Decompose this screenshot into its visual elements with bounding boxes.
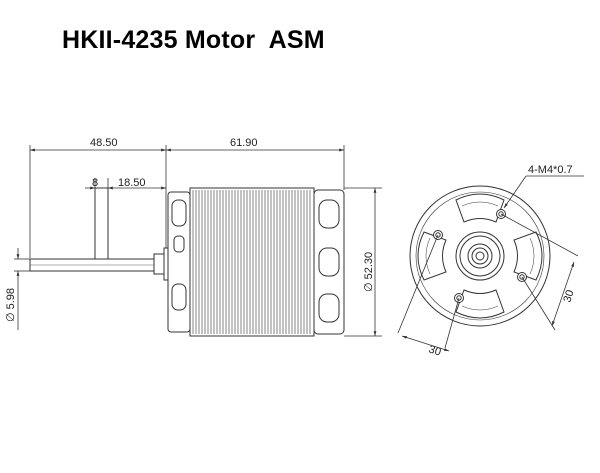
end-dimension-text: 4-M4*0.7 30 30 [427, 164, 577, 359]
drawing-title: HKII-4235 Motor ASM [62, 26, 325, 54]
shaft-flat [94, 187, 109, 260]
dim-shaft-diameter: ∅ 5.98 [5, 288, 17, 322]
dim-hole-spacing-b: 30 [561, 289, 576, 304]
motor-can [189, 187, 315, 337]
dim-mount-thread: 4-M4*0.7 [528, 164, 573, 176]
dim-can-diameter: ∅ 52.30 [363, 252, 375, 292]
end-view [409, 185, 551, 327]
bearing-hub [455, 231, 505, 281]
dim-shaft-length: 48.50 [90, 137, 118, 149]
side-dimensions [14, 145, 382, 337]
mount-holes [433, 209, 527, 303]
rear-bell [313, 189, 345, 335]
dim-flat-offset: 18.50 [118, 177, 146, 189]
dim-can-length: 61.90 [230, 137, 258, 149]
side-view [29, 187, 345, 337]
dim-hole-spacing-a: 30 [427, 343, 442, 358]
dim-flat-width: 8 [92, 177, 98, 189]
side-dimension-text: 48.50 61.90 8 18.50 ∅ 5.98 ∅ 52.30 [5, 137, 375, 322]
front-bell [167, 191, 191, 333]
end-dimensions [397, 175, 584, 352]
cooling-slots [417, 193, 543, 319]
